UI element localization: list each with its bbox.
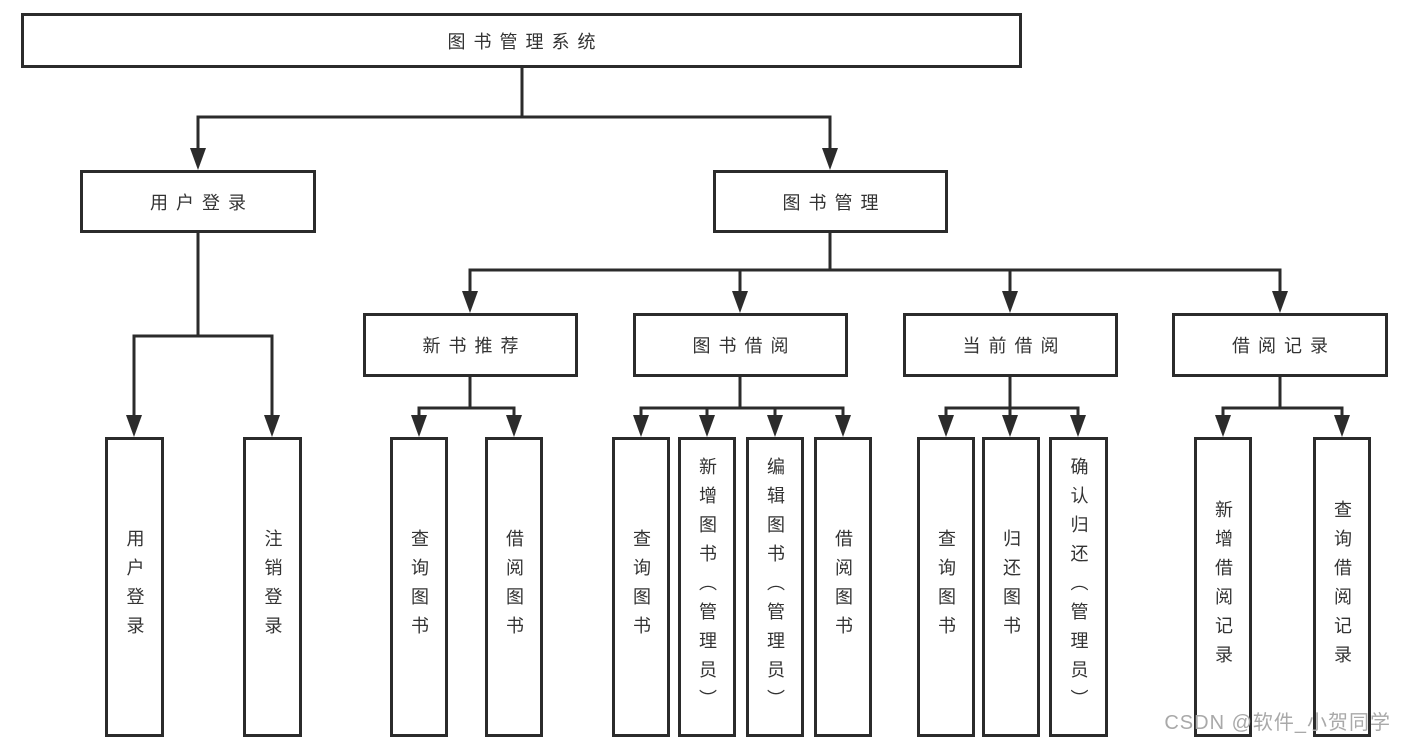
- leaf-label: 确认归还（管理员）: [1068, 456, 1089, 718]
- leaf-logout: 注销登录: [243, 437, 302, 737]
- connector-borrow-split: [639, 375, 845, 421]
- leaf-borrow-add-books: 新增图书（管理员）: [678, 437, 736, 737]
- arrowhead-icon: [835, 415, 851, 437]
- leaf-label: 查询借阅记录: [1332, 500, 1352, 674]
- arrowhead-icon: [126, 415, 142, 437]
- arrowhead-icon: [1002, 415, 1018, 437]
- leaf-label: 查询图书: [631, 529, 651, 645]
- arrowhead-icon: [1334, 415, 1350, 437]
- arrowhead-icon: [1272, 291, 1288, 313]
- connector-management-split: [468, 231, 1282, 297]
- connector-records-split: [1221, 375, 1344, 421]
- leaf-current-return-books: 归还图书: [982, 437, 1040, 737]
- leaf-records-query-record: 查询借阅记录: [1313, 437, 1371, 737]
- leaf-label: 查询图书: [936, 529, 956, 645]
- node-book-borrow: 图书借阅: [633, 313, 848, 377]
- leaf-records-add-record: 新增借阅记录: [1194, 437, 1252, 737]
- leaf-recommend-query-books: 查询图书: [390, 437, 448, 737]
- leaf-label: 借阅图书: [504, 529, 524, 645]
- arrowhead-icon: [822, 148, 838, 170]
- watermark: CSDN @软件_小贺同学: [1164, 712, 1391, 734]
- leaf-label: 新增图书（管理员）: [697, 456, 717, 718]
- arrowhead-icon: [1002, 291, 1018, 313]
- leaf-label: 编辑图书（管理员）: [765, 456, 785, 718]
- leaf-current-query-books: 查询图书: [917, 437, 975, 737]
- leaf-user-login: 用户登录: [105, 437, 164, 737]
- arrowheads: [126, 148, 1350, 437]
- leaf-borrow-query-books: 查询图书: [612, 437, 670, 737]
- arrowhead-icon: [190, 148, 206, 170]
- leaf-label: 注销登录: [262, 529, 283, 645]
- node-new-book-recommend: 新书推荐: [363, 313, 578, 377]
- arrowhead-icon: [732, 291, 748, 313]
- leaf-recommend-borrow-books: 借阅图书: [485, 437, 543, 737]
- arrowhead-icon: [1070, 415, 1086, 437]
- connector-login-split: [132, 231, 274, 421]
- arrowhead-icon: [264, 415, 280, 437]
- leaf-current-confirm-return: 确认归还（管理员）: [1049, 437, 1108, 737]
- node-borrow-records: 借阅记录: [1172, 313, 1388, 377]
- connector-recommend-split: [417, 375, 516, 421]
- arrowhead-icon: [699, 415, 715, 437]
- node-book-management: 图书管理: [713, 170, 948, 233]
- arrowhead-icon: [938, 415, 954, 437]
- leaf-label: 归还图书: [1001, 529, 1021, 645]
- leaf-borrow-borrow-books: 借阅图书: [814, 437, 872, 737]
- arrowhead-icon: [411, 415, 427, 437]
- arrowhead-icon: [1215, 415, 1231, 437]
- connector-current-split: [944, 375, 1080, 421]
- arrowhead-icon: [462, 291, 478, 313]
- leaf-label: 借阅图书: [833, 529, 853, 645]
- leaf-borrow-edit-books: 编辑图书（管理员）: [746, 437, 804, 737]
- node-current-borrow: 当前借阅: [903, 313, 1118, 377]
- arrowhead-icon: [767, 415, 783, 437]
- connector-root-split: [196, 66, 832, 154]
- node-root: 图书管理系统: [21, 13, 1022, 68]
- arrowhead-icon: [506, 415, 522, 437]
- arrowhead-icon: [633, 415, 649, 437]
- node-user-login: 用户登录: [80, 170, 316, 233]
- leaf-label: 新增借阅记录: [1213, 500, 1233, 674]
- leaf-label: 用户登录: [124, 529, 145, 645]
- leaf-label: 查询图书: [409, 529, 429, 645]
